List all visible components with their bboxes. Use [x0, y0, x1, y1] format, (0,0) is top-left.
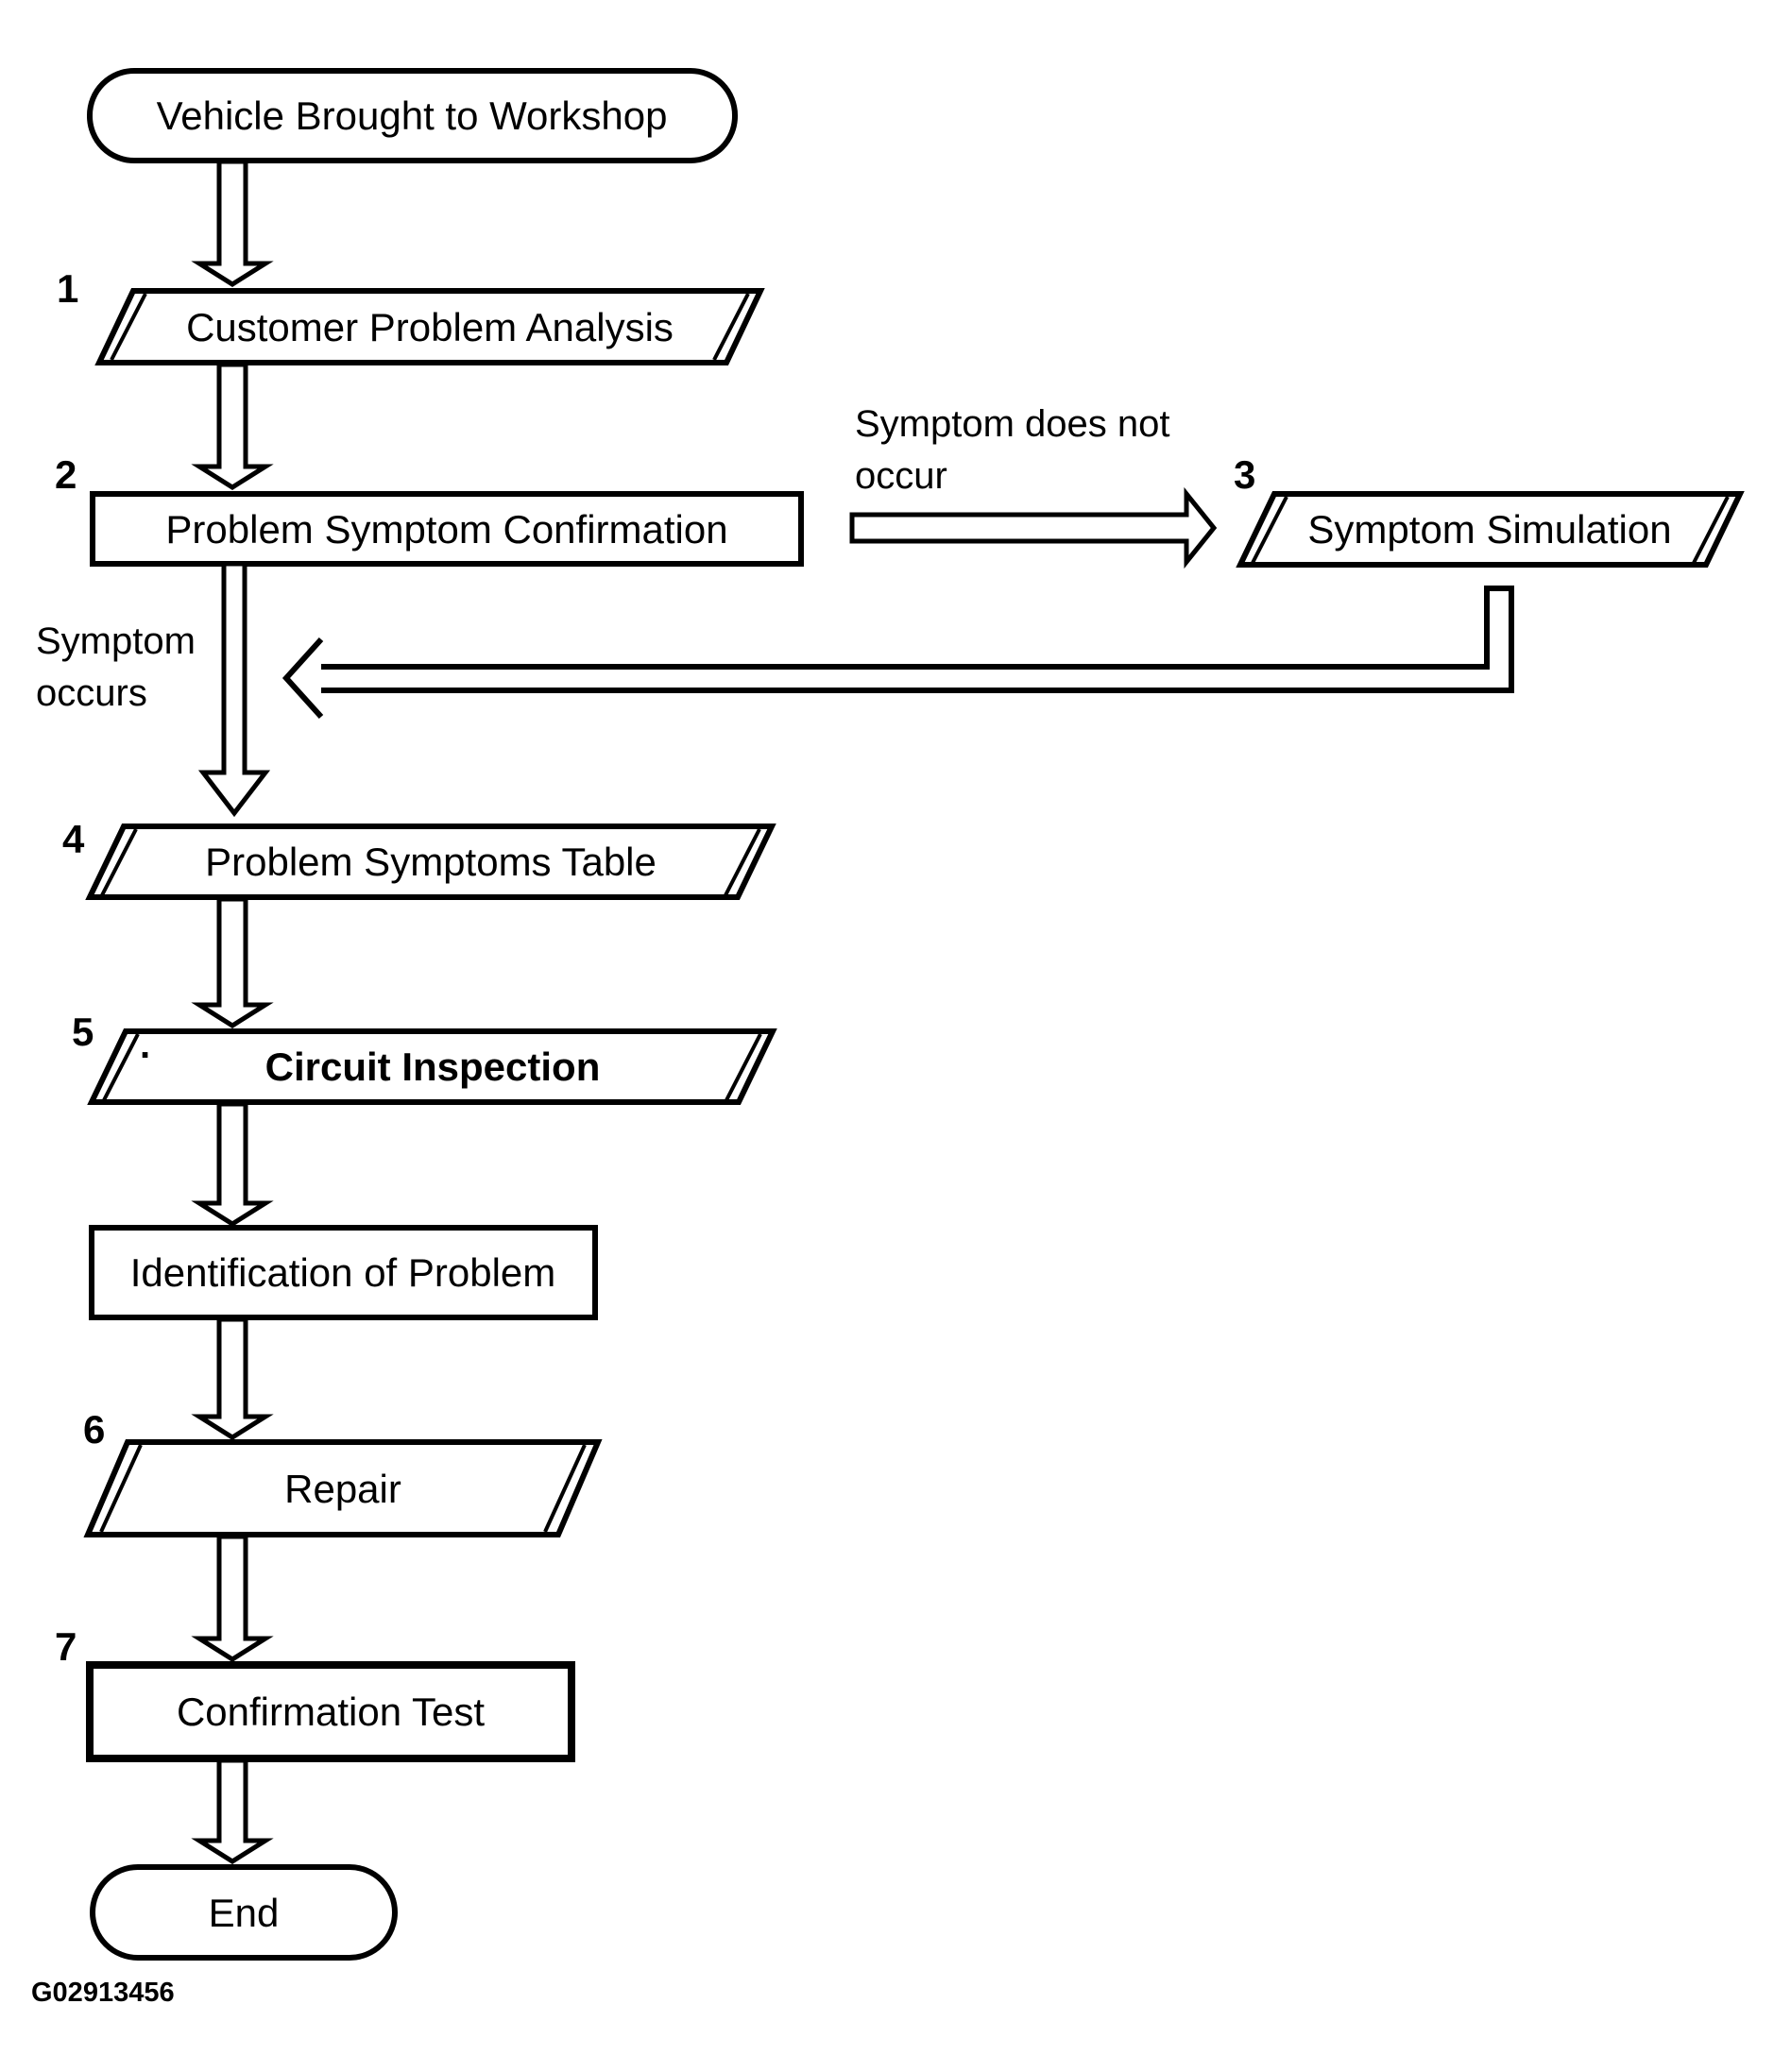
customer-problem-analysis-label: Customer Problem Analysis: [186, 305, 674, 349]
problem-symptoms-table-parallelogram: [85, 824, 776, 900]
repair-parallelogram: [83, 1439, 603, 1537]
symptom-occurs-label-line2: occurs: [36, 672, 147, 714]
symptom-occurs-label-line1: Symptom: [36, 620, 196, 662]
step-number-7: 7: [55, 1624, 77, 1669]
step-number-1: 1: [57, 266, 78, 311]
step-number-6: 6: [83, 1407, 105, 1452]
arrow-down-1-to-2-icon: [191, 362, 274, 490]
problem-symptoms-table-label: Problem Symptoms Table: [205, 840, 657, 884]
arrow-down-6-to-7-icon: [191, 1534, 274, 1662]
arrow-down-7-to-end-icon: [191, 1758, 274, 1864]
start-terminator-label: Vehicle Brought to Workshop: [157, 93, 668, 138]
symptom-does-not-occur-label-line2: occur: [855, 455, 947, 497]
step-number-2: 2: [55, 452, 77, 497]
step-number-4: 4: [62, 817, 85, 861]
confirmation-test-rect: [86, 1661, 575, 1762]
problem-symptom-confirmation-label: Problem Symptom Confirmation: [165, 507, 727, 552]
parallelogram-4-left-double-edge: [100, 828, 138, 896]
end-terminator-label: End: [209, 1891, 280, 1935]
parallelogram-4-right-double-edge: [724, 828, 761, 896]
arrow-right-2-to-3-icon: [849, 486, 1218, 569]
problem-symptom-confirmation-rect: [90, 491, 804, 567]
parallelogram-5-left-double-edge: [102, 1033, 140, 1101]
step-number-3: 3: [1234, 452, 1255, 497]
identification-of-problem-rect: [89, 1225, 598, 1320]
end-terminator: [90, 1864, 398, 1961]
symptom-does-not-occur-label-line1: Symptom does not: [855, 403, 1170, 445]
symptom-simulation-parallelogram: [1236, 491, 1745, 568]
symptom-simulation-label: Symptom Simulation: [1307, 507, 1671, 552]
arrow-down-2-to-4-icon: [197, 561, 271, 818]
identification-of-problem-label: Identification of Problem: [130, 1250, 556, 1295]
parallelogram-1-left-double-edge: [110, 293, 147, 361]
circuit-inspection-parallelogram: [87, 1028, 777, 1105]
parallelogram-6-right-double-edge: [543, 1444, 587, 1533]
parallelogram-3-right-double-edge: [1692, 496, 1730, 564]
arrow-down-identification-to-6-icon: [191, 1316, 274, 1440]
return-connector-3-to-main-icon: [281, 586, 1514, 720]
confirmation-test-label: Confirmation Test: [177, 1690, 485, 1734]
stray-period-mark: .: [140, 1025, 150, 1066]
parallelogram-5-right-double-edge: [725, 1033, 762, 1101]
parallelogram-6-left-double-edge: [99, 1444, 143, 1533]
parallelogram-3-left-double-edge: [1251, 496, 1288, 564]
arrow-down-4-to-5-icon: [191, 896, 274, 1028]
arrow-down-start-to-1-icon: [191, 159, 274, 287]
parallelogram-1-right-double-edge: [712, 293, 750, 361]
arrow-down-5-to-identification-icon: [191, 1101, 274, 1227]
repair-label: Repair: [284, 1467, 401, 1511]
figure-code: G02913456: [31, 1978, 175, 2008]
step-number-5: 5: [72, 1010, 94, 1054]
customer-problem-analysis-parallelogram: [94, 288, 765, 365]
circuit-inspection-label: Circuit Inspection: [265, 1044, 601, 1089]
start-terminator: [87, 68, 738, 163]
